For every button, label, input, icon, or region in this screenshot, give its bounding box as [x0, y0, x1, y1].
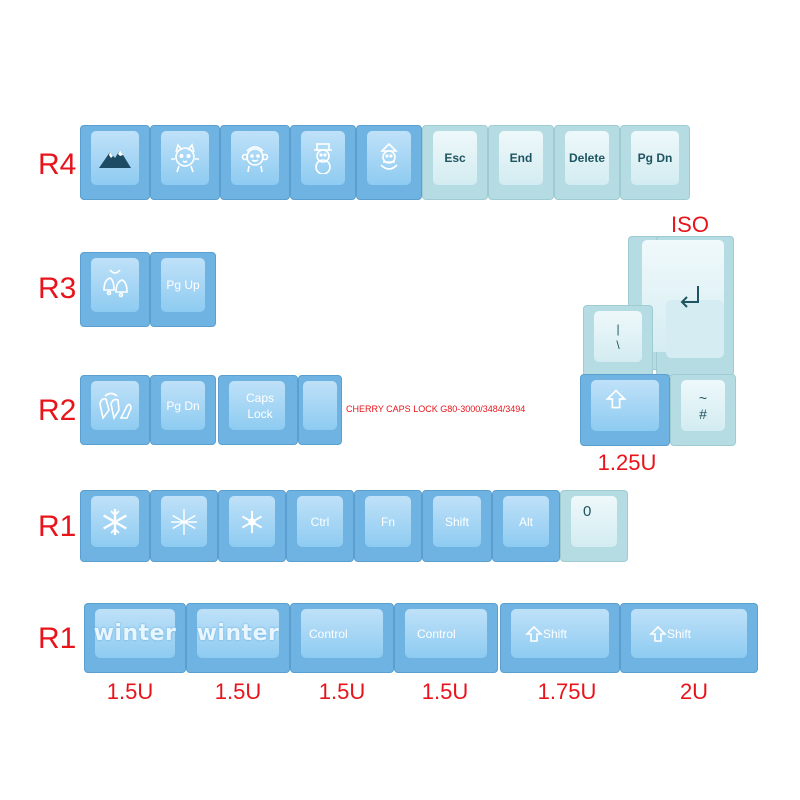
keycap-tilde-hash: ~ # [670, 374, 736, 446]
key-legend: winter [93, 620, 177, 646]
key-legend: Delete [565, 131, 609, 185]
key-legend: Alt [503, 496, 549, 547]
keycap-snowflake [150, 490, 218, 562]
keycap-shift-175: Shift [500, 603, 620, 673]
key-legend: winter [196, 620, 280, 646]
monkey-icon [239, 142, 271, 174]
snowflake-icon [170, 508, 198, 536]
key-legend: | [616, 321, 620, 336]
key-legend: Shift [543, 626, 568, 641]
shift-arrow-icon [649, 625, 667, 643]
key-legend: Esc [433, 131, 477, 185]
key-legend: Shift [667, 626, 692, 641]
keycap-monkey [220, 125, 290, 200]
shift-arrow-icon [605, 388, 627, 410]
keycap-snowflake [80, 490, 150, 562]
keycap-zero: 0 [560, 490, 628, 562]
row-label-r1: R1 [38, 510, 77, 543]
row-label-r2: R2 [38, 394, 77, 427]
key-legend: ~ [698, 389, 708, 406]
keycap-mittens [80, 375, 150, 445]
keycap-shift-125 [580, 374, 670, 446]
size-label: 1.75U [537, 679, 597, 704]
keycap-end: End [488, 125, 554, 200]
snowflake-icon [101, 508, 129, 536]
key-legend: \ [616, 337, 620, 352]
keycap-pgdn: Pg Dn [150, 375, 216, 445]
keycap-bells [80, 252, 150, 327]
keycap-pgup: Pg Up [150, 252, 216, 327]
key-legend: End [499, 131, 543, 185]
keycap-delete: Delete [554, 125, 620, 200]
snowman-icon [308, 142, 338, 174]
keycap-ctrl: Ctrl [286, 490, 354, 562]
cherry-capslock-note: CHERRY CAPS LOCK G80-3000/3484/3494 [346, 404, 526, 414]
key-legend: Shift [433, 496, 481, 547]
keycap-esc: Esc [422, 125, 488, 200]
size-label: 1.5U [214, 679, 262, 704]
shift-arrow-icon [525, 625, 543, 643]
bells-icon [100, 268, 130, 302]
keycap-snowman-bell [356, 125, 422, 200]
key-legend: Ctrl [297, 496, 343, 547]
keycap-shift: Shift [422, 490, 492, 562]
keycap-mountain [80, 125, 150, 200]
keycap-winter: winter [186, 603, 290, 673]
size-label: 1.25U [597, 450, 657, 475]
size-label: 1.5U [106, 679, 154, 704]
iso-enter-top-lower [666, 300, 724, 358]
enter-arrow-icon [678, 284, 704, 319]
key-legend: Caps Lock [229, 381, 285, 430]
keycap-capslock: Caps Lock [218, 375, 298, 445]
keycap-backslash: | \ [583, 305, 653, 377]
keycap-alt: Alt [492, 490, 560, 562]
key-legend: Fn [365, 496, 411, 547]
key-legend: 0 [571, 496, 617, 547]
row-label-r4: R4 [38, 148, 77, 181]
row-label-r3: R3 [38, 272, 77, 305]
key-legend: | \ [594, 311, 642, 362]
keycap-control: Control [394, 603, 498, 673]
size-label: 2U [679, 679, 709, 704]
keycap-capslock-stem [298, 375, 342, 445]
key-legend: Control [301, 609, 383, 658]
snowman-bell-icon [374, 142, 404, 174]
row-label-r1: R1 [38, 622, 77, 655]
iso-title: ISO [671, 212, 709, 237]
keycap-fn: Fn [354, 490, 422, 562]
keycap-control: Control [290, 603, 394, 673]
key-legend: Pg Up [161, 258, 205, 312]
size-label: 1.5U [318, 679, 366, 704]
mountain-icon [98, 146, 132, 170]
keycap-snowflake [218, 490, 286, 562]
mittens-icon [97, 392, 133, 420]
key-legend: # [699, 405, 707, 422]
keycap-winter: winter [84, 603, 186, 673]
snowflake-icon [239, 509, 265, 535]
keycap-cat [150, 125, 220, 200]
keycap-pgdn: Pg Dn [620, 125, 690, 200]
key-legend: Control [405, 609, 487, 658]
key-legend: Pg Dn [631, 131, 679, 185]
cat-icon [169, 142, 201, 174]
key-legend: Pg Dn [161, 381, 205, 430]
keycap-snowman [290, 125, 356, 200]
keycap-shift-2u: Shift [620, 603, 758, 673]
size-label: 1.5U [421, 679, 469, 704]
